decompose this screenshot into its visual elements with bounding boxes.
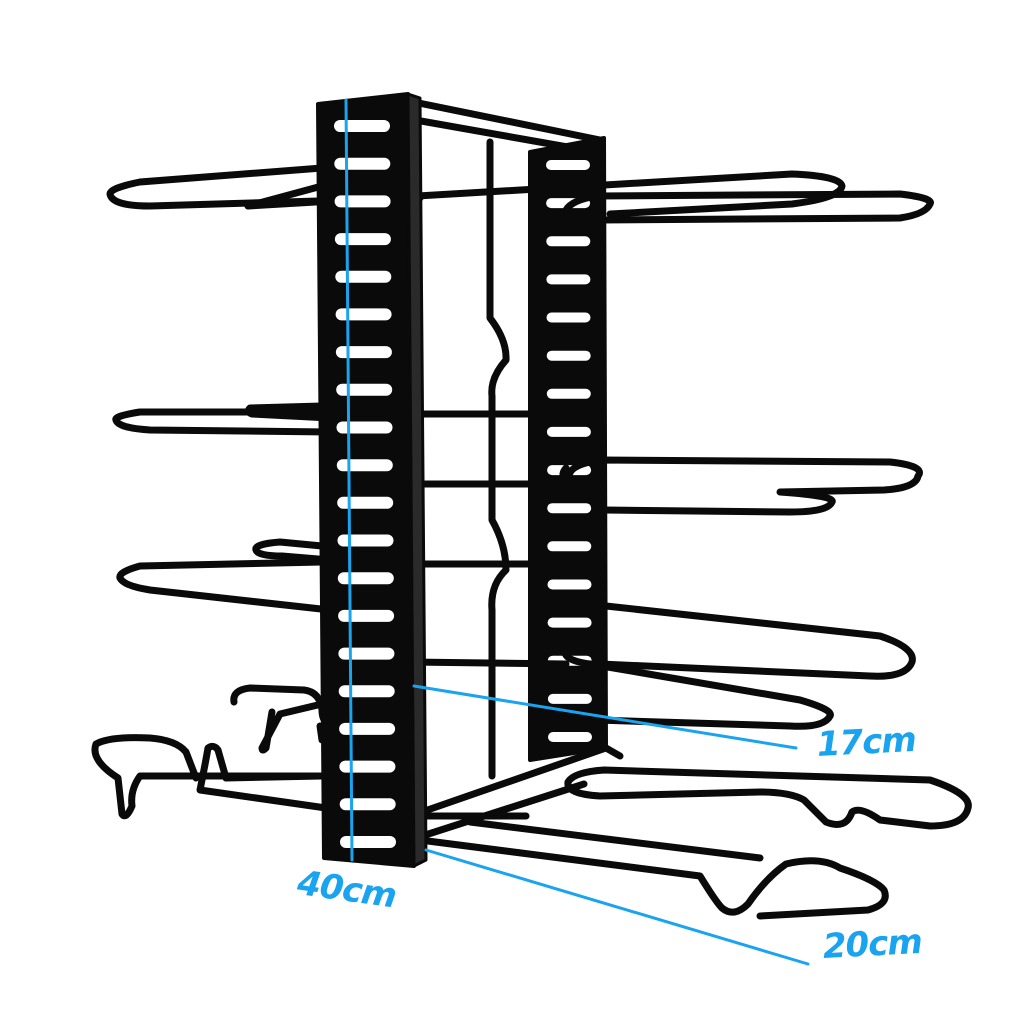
front-panel	[316, 92, 428, 868]
back-slot	[547, 541, 592, 552]
front-slot	[336, 459, 393, 472]
front-slot	[340, 836, 396, 848]
front-slot	[336, 421, 393, 434]
shelf-lower-front	[116, 538, 534, 614]
shelf-lower-back	[406, 602, 916, 730]
front-slot	[337, 572, 394, 585]
front-slot	[334, 233, 391, 246]
front-slot	[338, 685, 395, 698]
dimension-lines	[344, 98, 810, 966]
front-slot	[335, 308, 392, 321]
front-slot	[336, 383, 393, 396]
pan-rack	[91, 92, 972, 920]
back-slot	[547, 579, 592, 590]
back-slot	[546, 274, 591, 285]
front-slot	[338, 647, 395, 660]
shelf-top-front	[106, 164, 424, 210]
shelf-middle-back	[406, 456, 923, 516]
front-slot	[335, 270, 392, 283]
width-label: 20cm	[821, 921, 923, 967]
back-slot	[546, 426, 591, 437]
front-slot	[337, 534, 394, 547]
back-slot	[546, 388, 591, 399]
front-slot	[339, 760, 396, 773]
front-slot	[334, 195, 391, 208]
back-slot	[546, 236, 591, 247]
front-slot	[334, 157, 391, 170]
center-support-rod	[486, 138, 510, 780]
front-slot	[335, 346, 392, 359]
back-slot	[546, 160, 590, 170]
width-dimension-line	[424, 848, 810, 966]
back-slot	[546, 350, 591, 361]
back-slot	[548, 732, 592, 742]
back-slot	[546, 312, 591, 323]
front-slot	[339, 722, 396, 735]
front-slot	[337, 496, 394, 509]
shelf-top-back	[244, 170, 934, 224]
top-frame	[400, 96, 604, 156]
shelf-middle-front	[112, 402, 534, 436]
depth-dimension-line	[412, 684, 798, 750]
back-slot	[547, 617, 592, 628]
front-slot	[338, 609, 395, 622]
back-slot	[547, 693, 592, 704]
back-slot	[547, 503, 592, 514]
height-dimension-line	[344, 98, 354, 862]
depth-label: 17cm	[815, 719, 917, 765]
front-slot	[334, 120, 390, 132]
front-slot	[339, 798, 396, 811]
front-panel-slots	[334, 120, 396, 848]
